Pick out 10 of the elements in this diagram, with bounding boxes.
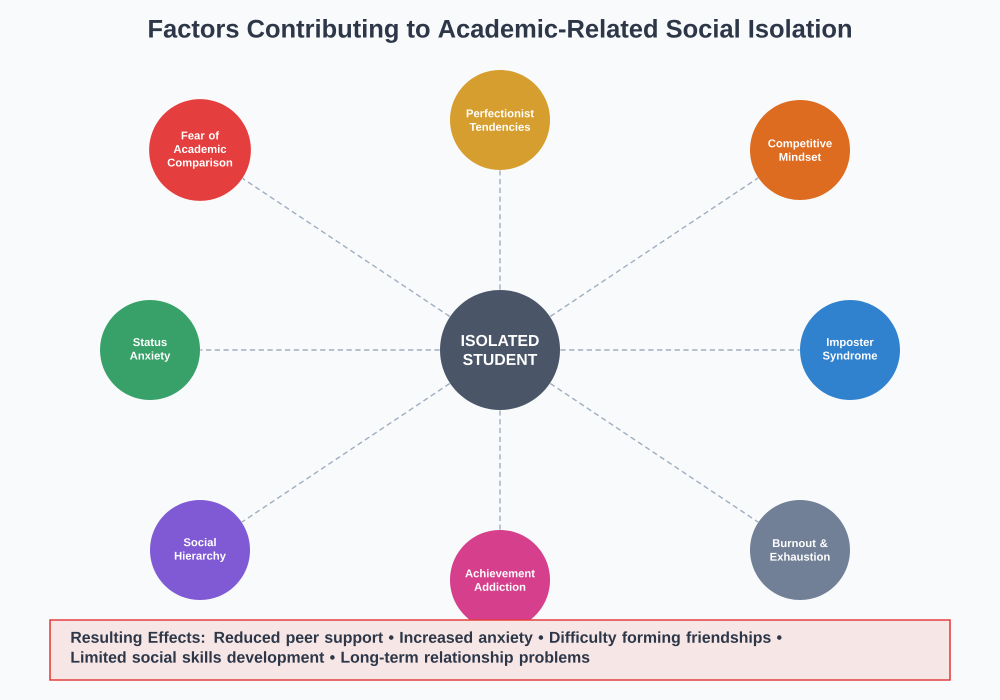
connector-line (499, 170, 501, 290)
connector-line (242, 178, 450, 318)
connector-line (499, 410, 501, 530)
connector-line (200, 349, 440, 351)
connector-line (560, 349, 800, 351)
title: Factors Contributing to Academic-Related Social Isolation (149, 19, 851, 43)
connector-line (550, 382, 758, 523)
connector-line (242, 382, 450, 523)
connector-line (550, 177, 758, 318)
effects-box: Resulting Effects: Reduced peer support • Increased anxiety • Difficulty forming friendships • Limited social skills development • Long-term relationship problems (49, 619, 951, 681)
